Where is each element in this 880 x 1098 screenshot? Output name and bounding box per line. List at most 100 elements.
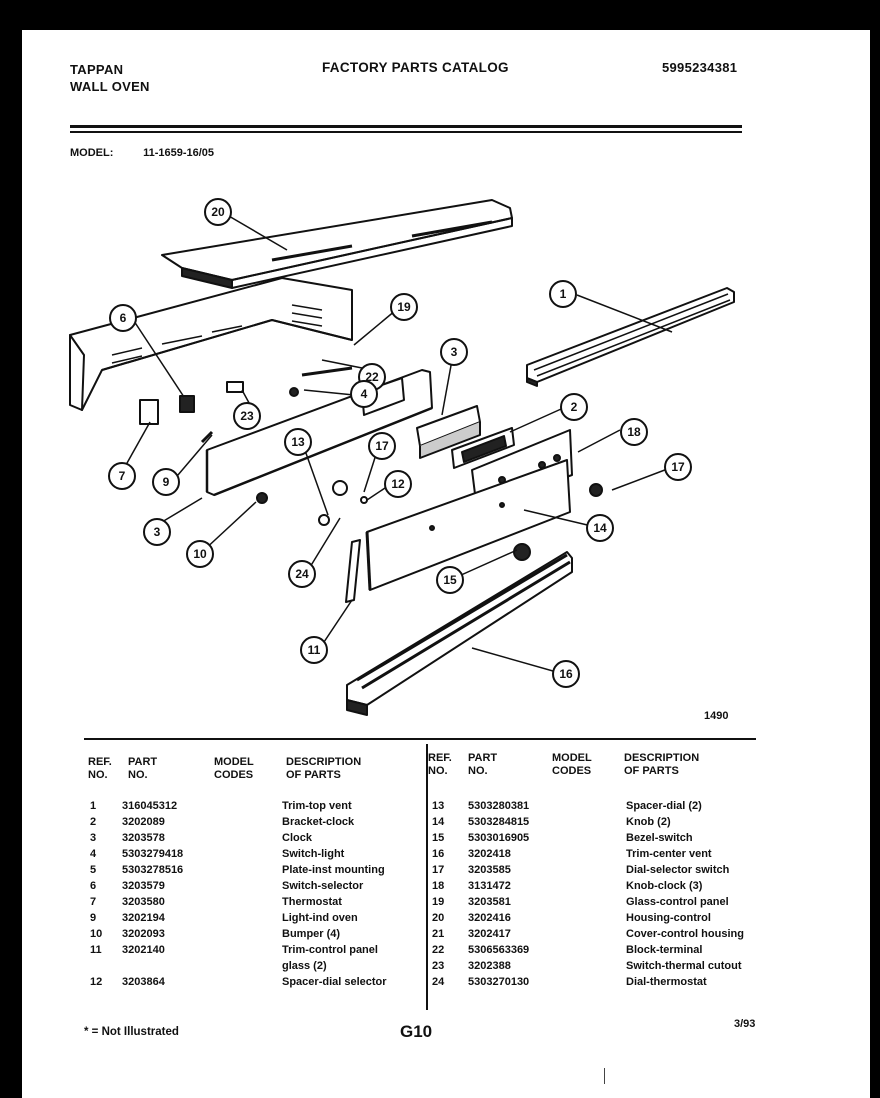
svg-text:18: 18 [627, 425, 641, 439]
description-cell: Light-ind oven [282, 912, 358, 924]
part-number-cell: 3203580 [122, 896, 165, 908]
part-number-cell: 3202388 [468, 960, 511, 972]
small-parts [139, 366, 603, 561]
svg-text:23: 23 [240, 409, 254, 423]
description-cell: Glass-control panel [626, 896, 729, 908]
callout-21: 20 [204, 198, 232, 226]
ref-cell: 12 [90, 976, 103, 988]
description-cell: Dial-selector switch [626, 864, 730, 876]
part-number-cell: 3203585 [468, 864, 511, 876]
svg-text:20: 20 [211, 205, 225, 219]
ref-cell: 19 [432, 896, 445, 908]
table-top-rule [84, 738, 756, 740]
description-cell: Switch-light [282, 848, 345, 860]
description-cell-continued: glass (2) [282, 960, 327, 972]
ref-cell: 20 [432, 912, 445, 924]
svg-text:24: 24 [295, 567, 309, 581]
ref-cell: 17 [432, 864, 445, 876]
svg-text:19: 19 [397, 300, 411, 314]
description-cell: Knob-clock (3) [626, 880, 703, 892]
catalog-title: FACTORY PARTS CATALOG [322, 60, 509, 75]
part-number-cell: 5303280381 [468, 800, 530, 812]
ref-cell: 18 [432, 880, 445, 892]
ref-cell: 23 [432, 960, 445, 972]
ref-cell: 6 [90, 880, 97, 892]
callout-6: 6 [109, 304, 137, 332]
description-cell: Spacer-dial selector [282, 976, 387, 988]
callout-5: 3 [143, 518, 171, 546]
part-number-cell: 3202194 [122, 912, 165, 924]
header-ref-right: REF.NO. [428, 752, 452, 777]
description-cell: Spacer-dial (2) [626, 800, 702, 812]
callout-1: 1 [549, 280, 577, 308]
ref-cell: 2 [90, 816, 97, 828]
svg-text:11: 11 [308, 643, 321, 657]
description-cell: Switch-thermal cutout [626, 960, 742, 972]
part-number-cell: 5303278516 [122, 864, 184, 876]
header-ref: REF.NO. [88, 756, 112, 781]
description-cell: Block-terminal [626, 944, 703, 956]
description-cell: Trim-control panel [282, 944, 378, 956]
part-number-cell: 5306563369 [468, 944, 530, 956]
ref-cell: 1 [90, 800, 97, 812]
description-cell: Knob (2) [626, 816, 671, 828]
svg-text:3: 3 [154, 525, 161, 539]
description-cell: Trim-center vent [626, 848, 712, 860]
part-cover-control-housing [161, 199, 513, 289]
callout-13: 13 [284, 428, 312, 456]
table-divider [426, 744, 428, 1010]
scan-mark [604, 1068, 605, 1084]
catalog-number: 5995234381 [662, 60, 738, 75]
callout-7: 7 [108, 462, 136, 490]
svg-text:12: 12 [391, 477, 405, 491]
ref-cell: 24 [432, 976, 445, 988]
exploded-parts-diagram: 20 19 1 6 3 22 4 23 2 18 17 14 7 9 3 10 … [69, 198, 735, 716]
svg-text:2: 2 [571, 400, 578, 414]
ref-cell: 15 [432, 832, 445, 844]
svg-text:3: 3 [451, 345, 458, 359]
product-type: WALL OVEN [70, 79, 150, 94]
page-number: G10 [400, 1022, 433, 1041]
figure-number: 1490 [704, 710, 729, 722]
part-number-cell: 3202418 [468, 848, 511, 860]
description-cell: Bracket-clock [282, 816, 355, 828]
part-bracket-clock [451, 427, 515, 469]
svg-text:17: 17 [375, 439, 389, 453]
ref-cell: 7 [90, 896, 97, 908]
svg-text:10: 10 [193, 547, 207, 561]
ref-cell: 16 [432, 848, 445, 860]
description-cell: Thermostat [282, 896, 342, 908]
ref-cell: 5 [90, 864, 97, 876]
description-cell: Cover-control housing [626, 928, 744, 940]
callout-10: 10 [186, 540, 214, 568]
description-cell: Switch-selector [282, 880, 364, 892]
part-number-cell: 3203579 [122, 880, 165, 892]
callout-12: 12 [384, 470, 412, 498]
svg-text:1: 1 [560, 287, 567, 301]
part-number-cell: 3131472 [468, 880, 511, 892]
callout-23: 23 [233, 402, 261, 430]
svg-text:4: 4 [361, 387, 368, 401]
svg-text:6: 6 [120, 311, 127, 325]
description-cell: Bumper (4) [282, 928, 341, 940]
part-number-cell: 316045312 [122, 800, 178, 812]
description-cell: Dial-thermostat [626, 976, 707, 988]
part-number-cell: 3202093 [122, 928, 165, 940]
part-trim-center-vent [346, 551, 573, 716]
revision-date: 3/93 [734, 1018, 756, 1030]
ref-cell: 9 [90, 912, 97, 924]
callout-20: 19 [390, 293, 418, 321]
footnote: * = Not Illustrated [84, 1026, 179, 1038]
part-number-cell: 3203864 [122, 976, 165, 988]
callout-2: 2 [560, 393, 588, 421]
part-trim-control-panel [345, 459, 571, 603]
part-number-cell: 3202416 [468, 912, 511, 924]
model-label: MODEL: [70, 147, 114, 159]
part-number-cell: 5303016905 [468, 832, 530, 844]
header-rule-top [70, 125, 742, 128]
ref-cell: 13 [432, 800, 445, 812]
